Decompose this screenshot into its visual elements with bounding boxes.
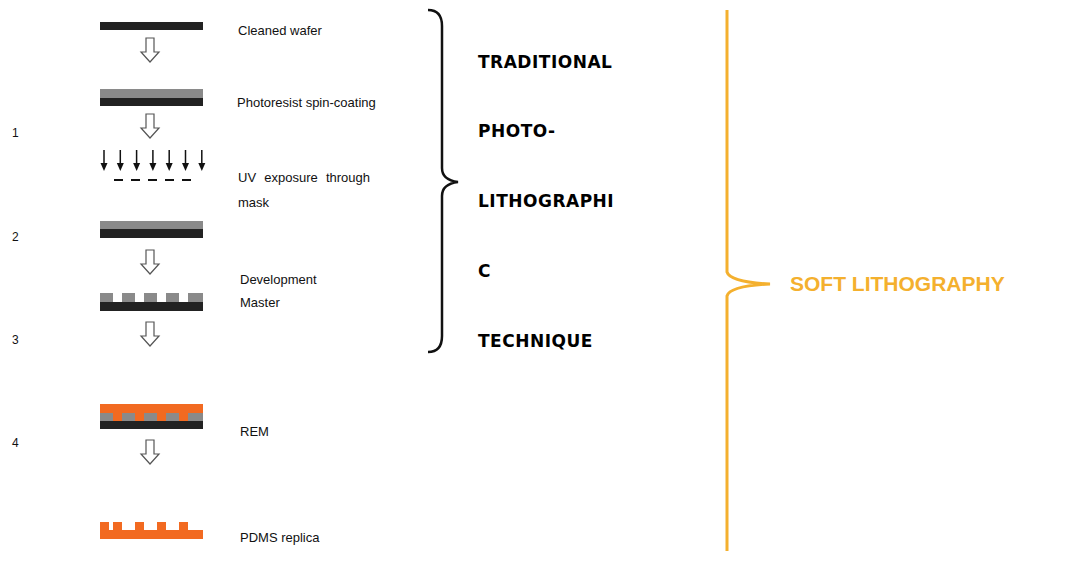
group-title: SOFT LITHOGRAPHY [790,272,1005,296]
resist-feature [188,293,203,302]
replica-feature [157,522,166,531]
replica-feature [113,522,122,531]
curly-brace [428,10,458,352]
uv-arrowhead [166,163,173,171]
pdms-cast [100,404,203,422]
group-title: LITHOGRAPHI [478,191,614,211]
uv-arrowhead [101,163,108,171]
step-label: PDMS replica [240,530,319,545]
group-title: PHOTO- [478,121,556,141]
uv-arrowhead [117,163,124,171]
wafer [100,302,203,311]
resist-feature [122,293,135,302]
photoresist-layer [100,89,203,98]
mask-segment [148,179,157,181]
uv-rays [101,150,206,171]
replica-feature [179,522,188,531]
step-arrow [141,114,159,138]
wafer [100,22,203,30]
uv-arrowhead [133,163,140,171]
replica-feature [135,522,144,531]
mask-segment [131,179,140,181]
resist-feature [188,413,203,421]
step-label: Master [240,295,280,310]
wafer [100,98,203,106]
uv-ray [120,150,122,164]
uv-arrowhead [149,163,156,171]
step-label: UV exposure through mask [238,165,370,215]
curly-brace [727,10,770,551]
callout-number: 2 [12,230,19,244]
group-title: TECHNIQUE [478,331,593,351]
resist-feature [100,293,113,302]
step-arrow [141,250,159,274]
wafer [100,229,203,238]
mask-segment [165,179,174,181]
step-label: Photoresist spin-coating [237,85,387,120]
uv-ray [185,150,187,164]
callout-number: 4 [12,436,19,450]
step-arrow [141,38,159,62]
group-title: TRADITIONAL [478,52,612,72]
photoresist-features [100,413,203,421]
pdms-features [100,522,188,531]
photomask [114,179,191,181]
uv-ray [103,150,105,164]
photoresist-layer [100,221,203,229]
step-arrow [141,322,159,346]
resist-feature [166,293,179,302]
group-title: C [478,261,491,281]
replica-feature [100,522,109,531]
mask-segment [182,179,191,181]
pdms-replica [100,530,203,539]
uv-arrowhead [182,163,189,171]
uv-arrowhead [198,163,205,171]
mask-segment [114,179,123,181]
resist-feature [144,413,157,421]
step-label: Development [240,272,317,287]
photoresist-features [100,293,203,302]
step-label: REM [240,424,269,439]
uv-ray [136,150,138,164]
step-label: Cleaned wafer [238,23,322,38]
callout-number: 1 [12,126,19,140]
resist-feature [144,293,157,302]
uv-ray [201,150,203,164]
wafer [100,421,203,429]
callout-number: 3 [12,333,19,347]
resist-feature [166,413,179,421]
uv-ray [152,150,154,164]
uv-ray [168,150,170,164]
step-arrow [141,440,159,464]
replica-feature [201,522,202,531]
resist-feature [100,413,113,421]
resist-feature [122,413,135,421]
